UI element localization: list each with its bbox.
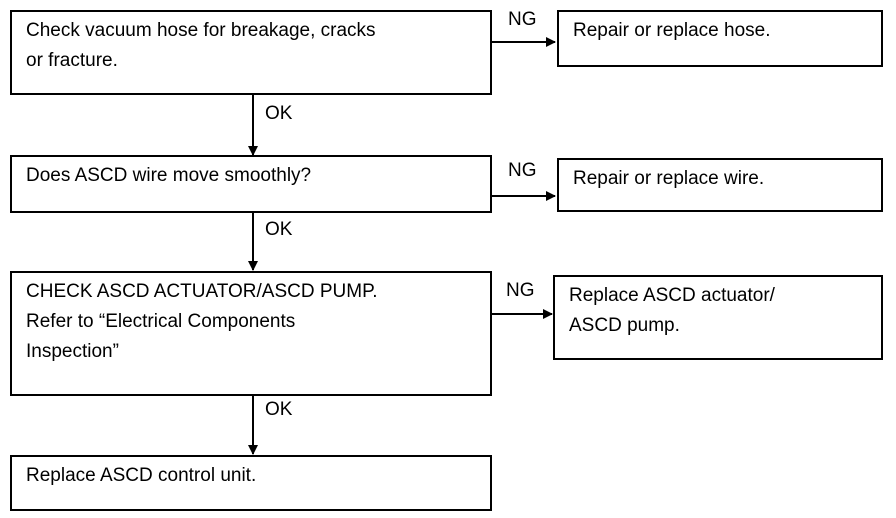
check-text: Does ASCD wire move smoothly? bbox=[26, 165, 312, 186]
check-text: Refer to “Electrical Components bbox=[26, 311, 296, 332]
final-text: Replace ASCD control unit. bbox=[26, 465, 257, 486]
check-box-ascd-actuator: CHECK ASCD ACTUATOR/ASCD PUMP. Refer to … bbox=[10, 271, 492, 396]
check-text: CHECK ASCD ACTUATOR/ASCD PUMP. bbox=[26, 281, 378, 302]
ng-label: NG bbox=[506, 280, 535, 301]
action-text: Repair or replace hose. bbox=[573, 20, 771, 41]
action-box-replace-actuator: Replace ASCD actuator/ ASCD pump. bbox=[553, 275, 883, 360]
ng-label: NG bbox=[508, 9, 537, 30]
action-text: Replace ASCD actuator/ bbox=[569, 285, 775, 306]
ng-label: NG bbox=[508, 160, 537, 181]
action-box-repair-hose: Repair or replace hose. bbox=[557, 10, 883, 67]
ok-label: OK bbox=[265, 219, 293, 240]
final-box-replace-control-unit: Replace ASCD control unit. bbox=[10, 455, 492, 511]
ok-label: OK bbox=[265, 103, 293, 124]
action-text: Repair or replace wire. bbox=[573, 168, 765, 189]
action-box-repair-wire: Repair or replace wire. bbox=[557, 158, 883, 212]
check-text: Inspection” bbox=[26, 341, 119, 362]
check-text: or fracture. bbox=[26, 50, 118, 71]
check-box-ascd-wire: Does ASCD wire move smoothly? bbox=[10, 155, 492, 213]
ok-label: OK bbox=[265, 399, 293, 420]
check-box-vacuum-hose: Check vacuum hose for breakage, cracks o… bbox=[10, 10, 492, 95]
check-text: Check vacuum hose for breakage, cracks bbox=[26, 20, 376, 41]
action-text: ASCD pump. bbox=[569, 315, 680, 336]
